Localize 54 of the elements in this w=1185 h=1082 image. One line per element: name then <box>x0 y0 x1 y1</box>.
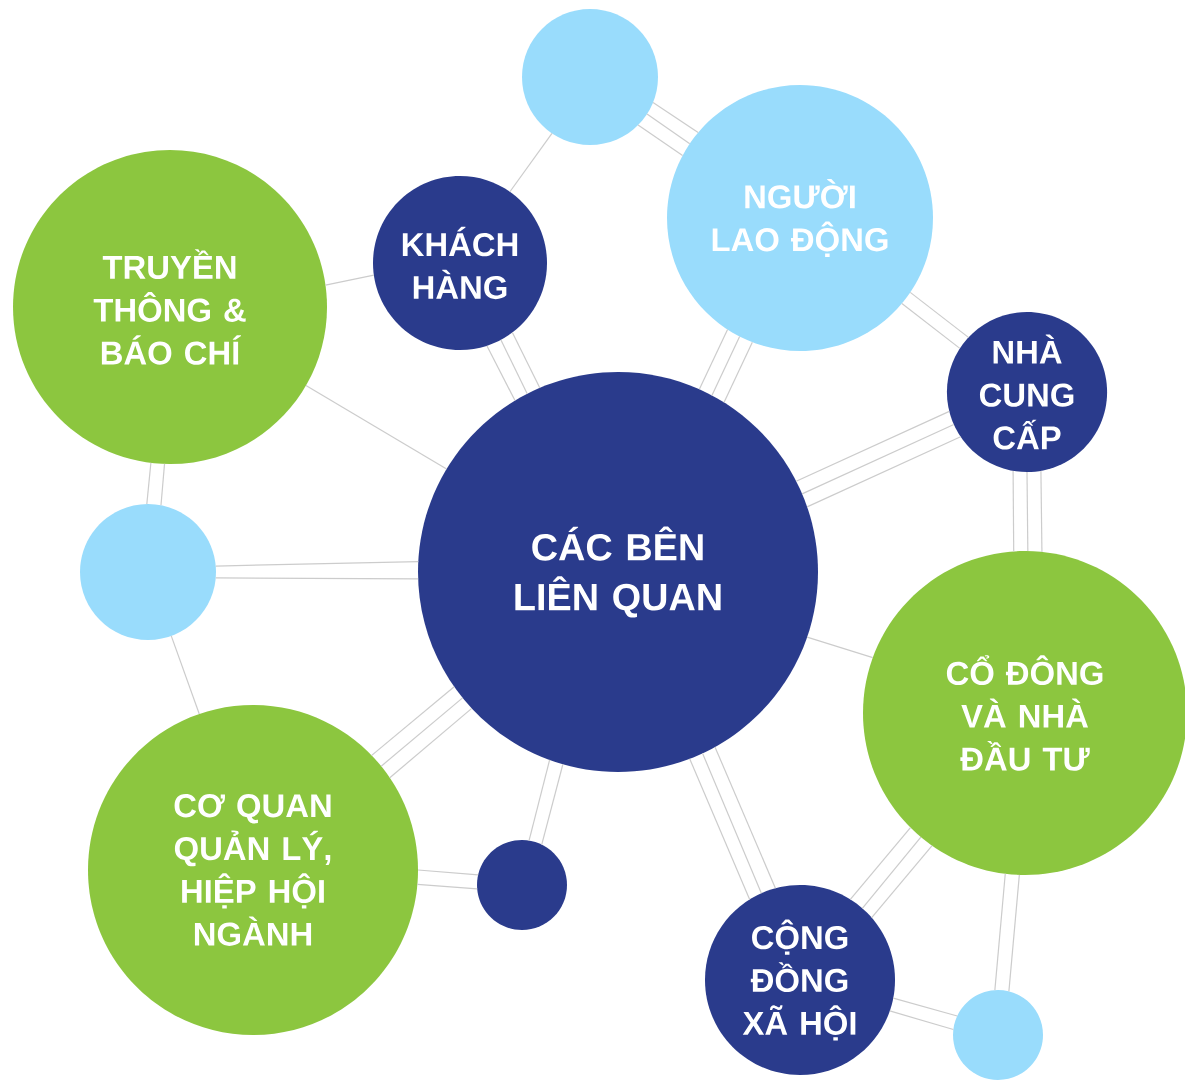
connector-line <box>215 577 419 580</box>
connector-line <box>795 410 950 482</box>
connector-line <box>160 463 166 506</box>
connector-line <box>871 845 933 919</box>
connector-line <box>511 331 541 389</box>
connector-line <box>500 339 528 395</box>
connector-line <box>417 869 479 876</box>
connector-line <box>305 384 448 470</box>
circle-node: NHÀ CUNG CẤP <box>946 311 1108 473</box>
circle-node: KHÁCH HÀNG <box>373 176 547 350</box>
connector-line <box>146 462 152 505</box>
connector-line <box>1026 471 1029 552</box>
circle-node: TRUYỀN THÔNG & BÁO CHÍ <box>13 150 327 464</box>
connector-line <box>170 635 200 715</box>
connector-line <box>324 274 375 286</box>
connector-line <box>901 302 961 349</box>
connector-line <box>646 113 691 145</box>
connector-line <box>1012 470 1015 552</box>
connector-line <box>486 345 516 402</box>
connector-line <box>509 132 553 193</box>
circle-node <box>477 840 567 930</box>
connector-line <box>652 101 699 134</box>
connector-line <box>1040 470 1043 553</box>
connector-line <box>416 883 478 890</box>
circle-node: NGƯỜI LAO ĐỘNG <box>667 85 933 351</box>
connector-line <box>1008 874 1020 992</box>
connector-line <box>909 291 970 338</box>
connector-line <box>701 752 762 894</box>
connector-line <box>892 997 958 1017</box>
connector-line <box>806 436 962 508</box>
connector-line <box>889 1010 954 1031</box>
connector-line <box>714 746 776 889</box>
connector-line <box>711 335 741 396</box>
connector-line <box>861 836 922 909</box>
connector-line <box>723 341 753 403</box>
circle-node: CÁC BÊN LIÊN QUAN <box>418 372 818 772</box>
circle-node: CƠ QUAN QUẢN LÝ, HIỆP HỘI NGÀNH <box>88 705 418 1035</box>
connector-line <box>389 707 473 779</box>
circle-node <box>522 9 658 145</box>
circle-node <box>80 504 216 640</box>
connector-line <box>698 328 729 390</box>
connector-line <box>380 697 464 767</box>
connector-line <box>994 873 1006 991</box>
connector-line <box>849 826 912 901</box>
connector-line <box>371 686 455 756</box>
connector-line <box>541 763 564 846</box>
connector-line <box>637 124 684 157</box>
connector-line <box>806 636 874 659</box>
circle-node: CỘNG ĐỒNG XÃ HỘI <box>705 885 895 1075</box>
connector-line <box>689 758 751 901</box>
connector-line <box>215 560 419 567</box>
connector-line <box>528 759 551 842</box>
circle-node <box>953 990 1043 1080</box>
connector-line <box>801 423 955 495</box>
